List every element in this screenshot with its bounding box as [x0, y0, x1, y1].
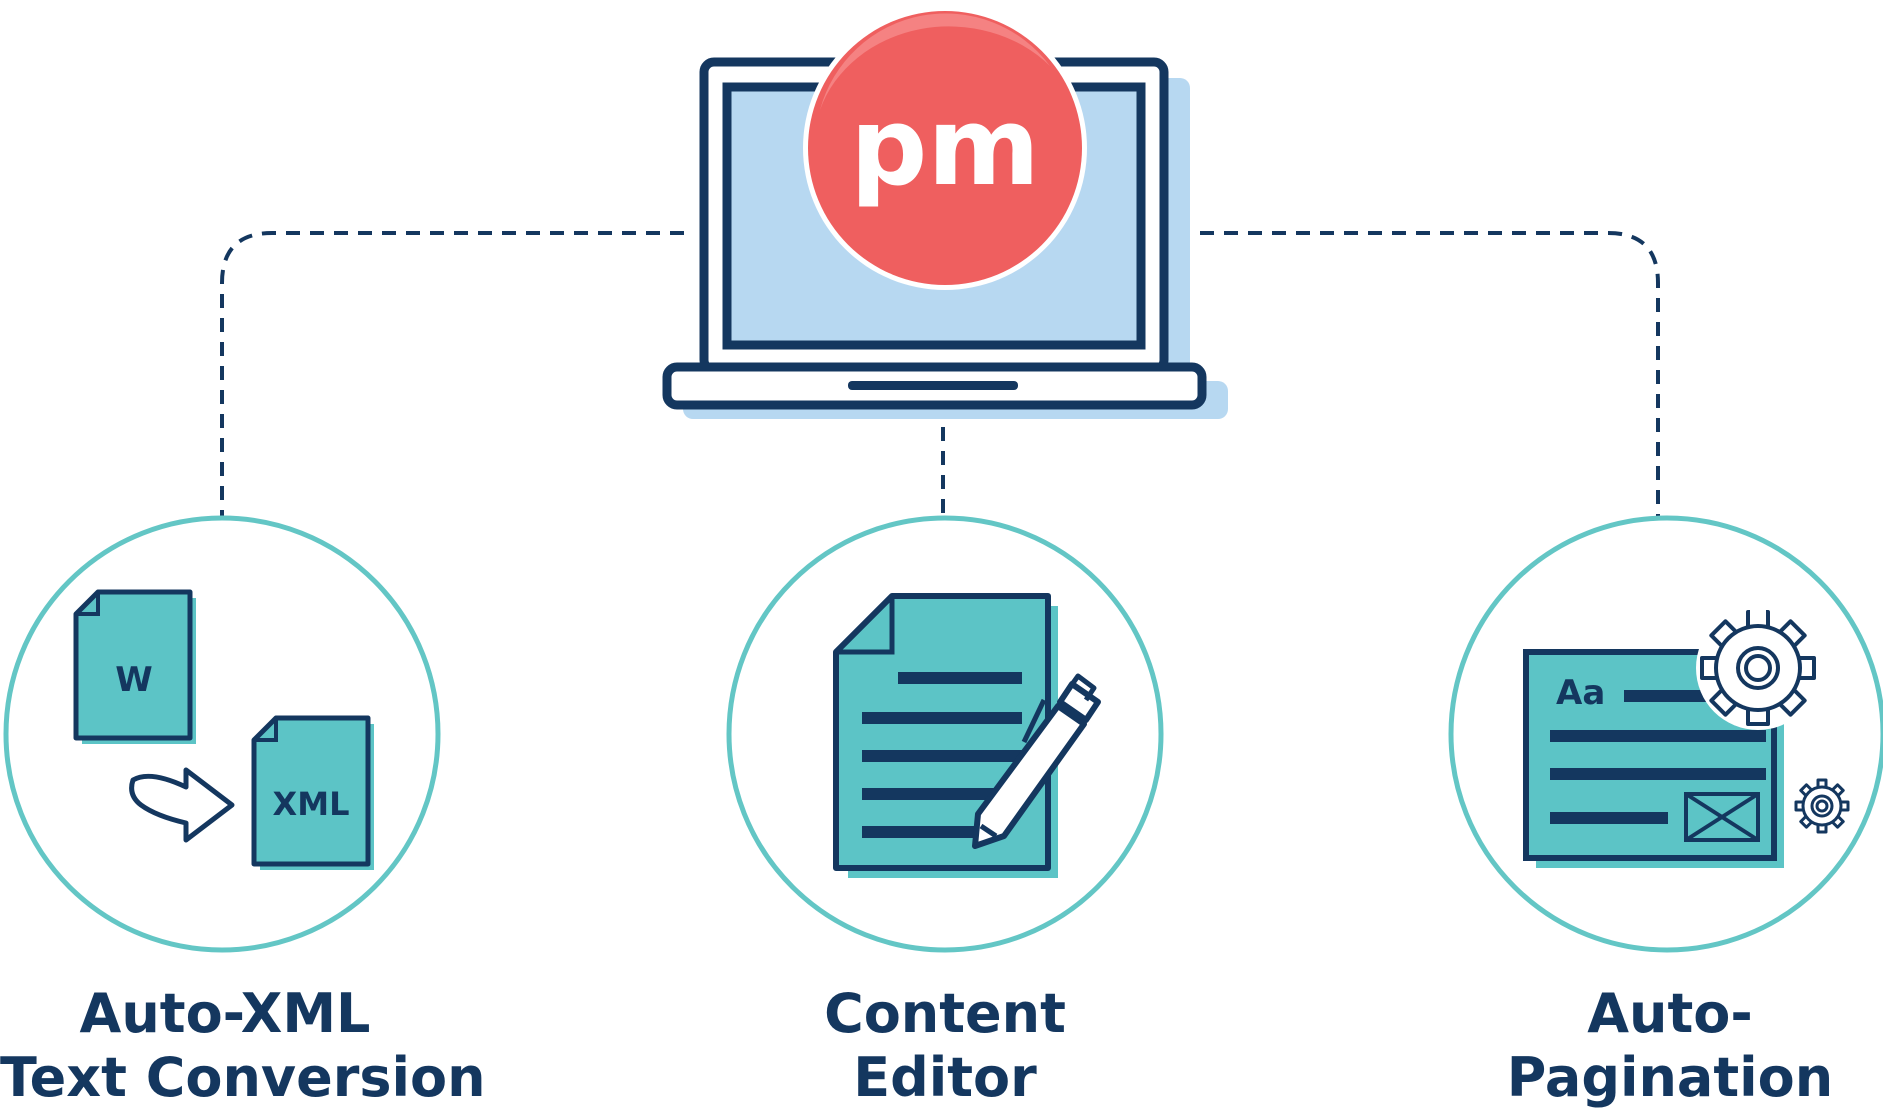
feature-label-auto-xml: Auto-XML Text Conversion — [0, 982, 486, 1110]
connector-lines — [220, 231, 1660, 518]
feature-label-line: Text Conversion — [0, 1046, 486, 1109]
xml-doc-icon: XML — [251, 715, 374, 870]
feature-label-line: Content — [824, 982, 1066, 1045]
connector-right — [1200, 231, 1660, 518]
word-doc-label: W — [115, 660, 153, 700]
pm-logo: pm — [803, 6, 1087, 290]
feature-label-line: Editor — [853, 1046, 1037, 1109]
small-gear-icon — [1794, 778, 1850, 834]
pagination-layout-icon: Aa — [1523, 606, 1850, 868]
logo-text: pm — [850, 85, 1040, 210]
xml-doc-label: XML — [273, 785, 350, 823]
arrow-icon — [129, 767, 235, 843]
feature-label-line: Auto- — [1587, 982, 1753, 1045]
document-edit-icon — [833, 593, 1101, 878]
large-gear-icon — [1696, 606, 1820, 730]
feature-label-line: Pagination — [1506, 1046, 1834, 1109]
pen-icon — [972, 673, 1101, 849]
word-doc-icon: W — [73, 589, 196, 744]
word-to-xml-icon: W XML — [73, 589, 374, 870]
image-placeholder-icon — [1684, 792, 1760, 842]
font-sample-label: Aa — [1556, 673, 1605, 713]
feature-label-line: Auto-XML — [79, 982, 371, 1045]
feature-label-auto-pagination: Auto- Pagination — [1470, 982, 1870, 1110]
connector-left — [220, 231, 684, 518]
feature-label-content-editor: Content Editor — [745, 982, 1145, 1110]
